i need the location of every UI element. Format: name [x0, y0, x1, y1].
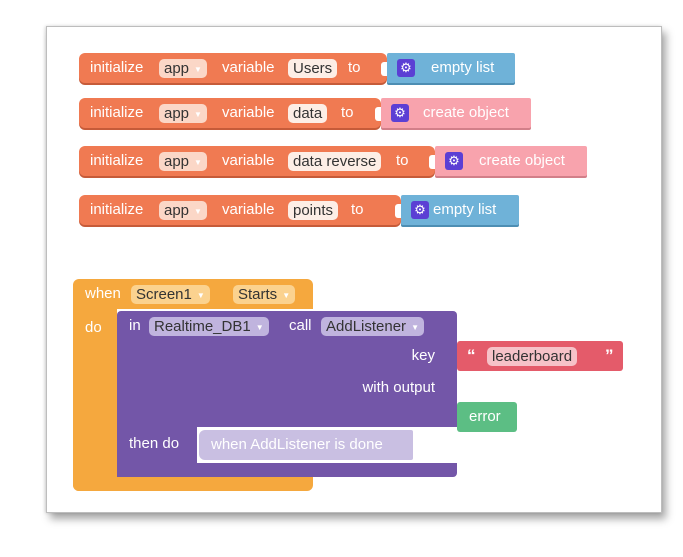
event-block-bottom	[73, 475, 313, 491]
close-quote-icon: ”	[605, 346, 614, 365]
variable-label: variable	[222, 59, 275, 76]
create-object-label: create object	[423, 104, 509, 121]
gear-icon[interactable]: ⚙	[411, 201, 429, 219]
initialize-label: initialize	[90, 104, 144, 121]
add-listener-done-handler[interactable]: when AddListener is done	[199, 430, 413, 460]
in-label: in	[129, 317, 141, 334]
create-object-label: create object	[479, 152, 565, 169]
chevron-down-icon: ▼	[194, 157, 202, 167]
call-block-body: key with output	[117, 341, 457, 427]
scope-dropdown[interactable]: app▼	[159, 59, 207, 78]
output-error-block[interactable]: error	[457, 402, 517, 432]
initialize-label: initialize	[90, 201, 144, 218]
chevron-down-icon: ▼	[194, 206, 202, 216]
create-object-block[interactable]: ⚙ create object	[381, 98, 531, 128]
empty-list-label: empty list	[431, 59, 495, 76]
key-label: key	[411, 347, 435, 364]
variable-label: variable	[222, 104, 275, 121]
value-socket	[375, 107, 381, 121]
empty-list-block[interactable]: ⚙ empty list	[401, 195, 519, 225]
variable-name-field[interactable]: data	[288, 104, 328, 123]
scope-dropdown[interactable]: app▼	[159, 104, 207, 123]
error-label: error	[469, 408, 501, 425]
event-dropdown[interactable]: Starts▼	[233, 285, 296, 304]
chevron-down-icon: ▼	[194, 109, 202, 119]
empty-list-block[interactable]: ⚙ empty list	[387, 53, 515, 83]
gear-icon[interactable]: ⚙	[397, 59, 415, 77]
variable-label: variable	[222, 152, 275, 169]
to-label: to	[348, 59, 361, 76]
to-label: to	[396, 152, 409, 169]
then-do-label: then do	[129, 435, 180, 452]
when-label: when	[85, 285, 121, 302]
chevron-down-icon: ▼	[255, 322, 264, 332]
method-dropdown[interactable]: AddListener▼	[321, 317, 424, 336]
variable-name-field[interactable]: Users	[288, 59, 338, 78]
call-label: call	[289, 317, 312, 334]
gear-icon[interactable]: ⚙	[445, 152, 463, 170]
open-quote-icon: “	[467, 346, 476, 365]
init-variable-block-points[interactable]: initialize app▼ variable points to	[79, 195, 401, 225]
event-block-screen-starts[interactable]: when Screen1▼ Starts▼	[73, 279, 313, 309]
init-variable-block-data-reverse[interactable]: initialize app▼ variable data reverse to	[79, 146, 435, 176]
variable-label: variable	[222, 201, 275, 218]
init-variable-block-users[interactable]: initialize app▼ variable Users to	[79, 53, 387, 83]
empty-list-label: empty list	[433, 201, 497, 218]
scope-dropdown[interactable]: app▼	[159, 201, 207, 220]
variable-name-field[interactable]: points	[288, 201, 339, 220]
blocks-workspace[interactable]: initialize app▼ variable Users to ⚙ empt…	[46, 26, 662, 513]
event-block-do-arm: do	[73, 309, 117, 491]
key-text-field[interactable]: leaderboard	[487, 347, 578, 366]
initialize-label: initialize	[90, 152, 144, 169]
chevron-down-icon: ▼	[196, 290, 205, 300]
to-label: to	[351, 201, 364, 218]
create-object-block[interactable]: ⚙ create object	[435, 146, 587, 176]
chevron-down-icon: ▼	[282, 290, 291, 300]
with-output-label: with output	[362, 379, 435, 396]
value-socket	[381, 62, 387, 76]
variable-name-field[interactable]: data reverse	[288, 152, 382, 171]
scope-dropdown[interactable]: app▼	[159, 152, 207, 171]
init-variable-block-data[interactable]: initialize app▼ variable data to	[79, 98, 381, 128]
component-dropdown[interactable]: Realtime_DB1▼	[149, 317, 269, 336]
value-socket	[429, 155, 435, 169]
value-socket	[395, 204, 401, 218]
do-label: do	[85, 319, 102, 336]
call-block-bottom	[117, 463, 457, 477]
key-text-block[interactable]: “ leaderboard ”	[457, 341, 623, 371]
initialize-label: initialize	[90, 59, 144, 76]
component-dropdown[interactable]: Screen1▼	[131, 285, 210, 304]
chevron-down-icon: ▼	[194, 64, 202, 74]
handler-label: when AddListener is done	[211, 436, 383, 453]
call-block-add-listener[interactable]: in Realtime_DB1▼ call AddListener▼	[117, 311, 457, 341]
gear-icon[interactable]: ⚙	[391, 104, 409, 122]
to-label: to	[341, 104, 354, 121]
chevron-down-icon: ▼	[411, 322, 419, 332]
